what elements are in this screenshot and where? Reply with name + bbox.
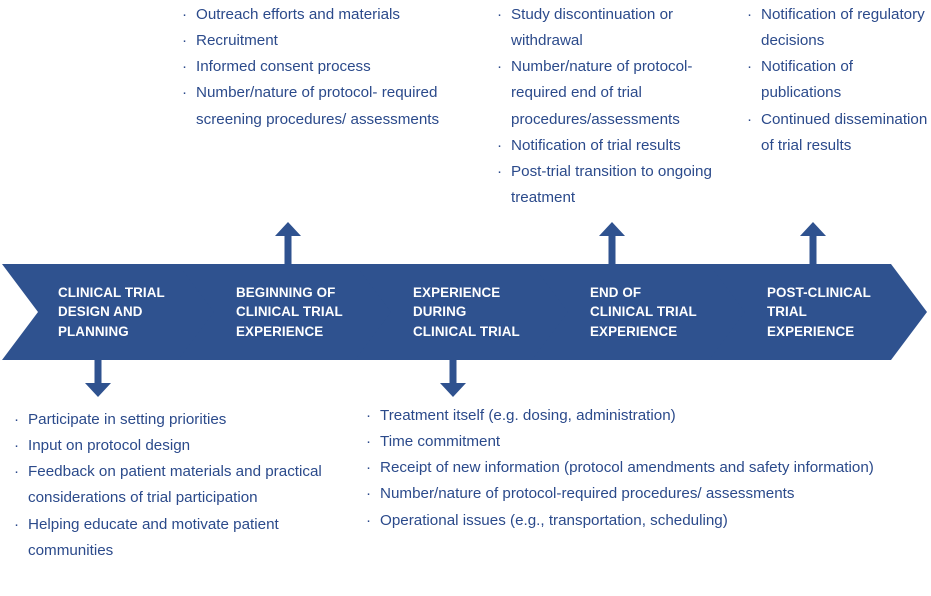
stage-label: BEGINNING OF CLINICAL TRIAL EXPERIENCE (236, 285, 343, 339)
list-item: · Participate in setting priorities (14, 407, 344, 433)
list-item: · Notification of regulatory decisions (747, 2, 931, 54)
bullet-icon: · (14, 437, 20, 455)
list-item-text: Helping educate and motivate patient com… (28, 515, 279, 559)
list-item: · Post-trial transition to ongoing treat… (497, 159, 747, 211)
list-item: · Study discontinuation or withdrawal (497, 2, 747, 54)
bullet-icon: · (497, 6, 503, 23)
stage-end[interactable]: END OF CLINICAL TRIAL EXPERIENCE (532, 264, 750, 360)
list-item-text: Recruitment (196, 32, 278, 50)
connector-arrow-up-post (799, 222, 827, 268)
list-item-text: Continued dissemination of trial results (761, 110, 928, 154)
list-item-text: Operational issues (e.g., transportation… (380, 511, 728, 529)
connector-arrow-down-design (84, 357, 112, 397)
bullet-icon: · (182, 84, 188, 102)
list-item-text: Participate in setting priorities (28, 411, 227, 428)
list-item: · Number/nature of protocol-required end… (497, 54, 747, 132)
list-item-text: Outreach efforts and materials (196, 6, 401, 23)
stage-post[interactable]: POST-CLINICAL TRIAL EXPERIENCE (709, 264, 927, 360)
stage-beginning[interactable]: BEGINNING OF CLINICAL TRIAL EXPERIENCE (178, 264, 396, 360)
callout-top-end: · Study discontinuation or withdrawal · … (497, 2, 747, 211)
list-item: · Treatment itself (e.g. dosing, adminis… (366, 403, 886, 429)
list-item-text: Treatment itself (e.g. dosing, administr… (380, 407, 676, 424)
list-item-text: Post-trial transition to ongoing treatme… (511, 162, 712, 206)
list-item: · Time commitment (366, 429, 886, 455)
list-item: · Helping educate and motivate patient c… (14, 512, 344, 564)
list-item-text: Number/nature of protocol-required proce… (380, 485, 795, 503)
list-item-text: Notification of trial results (511, 136, 681, 154)
list-item: · Input on protocol design (14, 433, 344, 459)
list-item: · Feedback on patient materials and prac… (14, 459, 344, 511)
list-item-text: Notification of regulatory decisions (761, 6, 925, 50)
callout-top-beginning: · Outreach efforts and materials · Recru… (182, 2, 482, 133)
list-item: · Number/nature of protocol- required sc… (182, 80, 482, 132)
bullet-icon: · (182, 32, 188, 50)
bullet-icon: · (182, 6, 188, 23)
list-item: · Operational issues (e.g., transportati… (366, 508, 886, 534)
bullet-icon: · (366, 511, 372, 529)
stage-flow: CLINICAL TRIAL DESIGN AND PLANNING BEGIN… (0, 264, 931, 360)
callout-bottom-design: · Participate in setting priorities · In… (14, 407, 344, 564)
stage-label: EXPERIENCE DURING CLINICAL TRIAL (413, 285, 520, 339)
stage-during[interactable]: EXPERIENCE DURING CLINICAL TRIAL (355, 264, 573, 360)
list-item: · Notification of publications (747, 54, 931, 106)
bullet-icon: · (497, 162, 503, 180)
list-item: · Outreach efforts and materials (182, 2, 482, 28)
bullet-icon: · (14, 515, 20, 533)
list-item-text: Study discontinuation or withdrawal (511, 6, 674, 50)
bullet-icon: · (366, 407, 372, 424)
list-item-text: Receipt of new information (protocol ame… (380, 459, 874, 477)
connector-arrow-down-during (439, 357, 467, 397)
list-item-text: Informed consent process (196, 58, 371, 76)
bullet-icon: · (14, 463, 20, 481)
list-item-text: Time commitment (380, 433, 501, 451)
list-item: · Informed consent process (182, 54, 482, 80)
callout-top-post: · Notification of regulatory decisions ·… (747, 2, 931, 159)
list-item-text: Notification of publications (761, 58, 854, 102)
list-item-text: Input on protocol design (28, 437, 191, 455)
list-item-text: Number/nature of protocol-required end o… (511, 58, 693, 128)
list-item-text: Feedback on patient materials and practi… (28, 463, 322, 507)
bullet-icon: · (747, 58, 753, 76)
list-item: · Receipt of new information (protocol a… (366, 455, 886, 481)
list-item-text: Number/nature of protocol- required scre… (196, 84, 440, 128)
bullet-icon: · (14, 411, 20, 428)
bullet-icon: · (366, 459, 372, 477)
bullet-icon: · (497, 136, 503, 154)
connector-arrow-up-beginning (274, 222, 302, 268)
bullet-icon: · (497, 58, 503, 76)
bullet-icon: · (182, 58, 188, 76)
stage-label: POST-CLINICAL TRIAL EXPERIENCE (767, 285, 871, 339)
bullet-icon: · (747, 110, 753, 128)
connector-arrow-up-end (598, 222, 626, 268)
bullet-icon: · (366, 485, 372, 503)
list-item: · Notification of trial results (497, 133, 747, 159)
list-item: · Number/nature of protocol-required pro… (366, 481, 886, 507)
bullet-icon: · (366, 433, 372, 451)
callout-bottom-during: · Treatment itself (e.g. dosing, adminis… (366, 403, 886, 534)
list-item: · Recruitment (182, 28, 482, 54)
list-item: · Continued dissemination of trial resul… (747, 107, 931, 159)
stage-label: CLINICAL TRIAL DESIGN AND PLANNING (58, 285, 165, 339)
stage-label: END OF CLINICAL TRIAL EXPERIENCE (590, 285, 697, 339)
bullet-icon: · (747, 6, 753, 23)
stage-design-planning[interactable]: CLINICAL TRIAL DESIGN AND PLANNING (2, 264, 220, 360)
